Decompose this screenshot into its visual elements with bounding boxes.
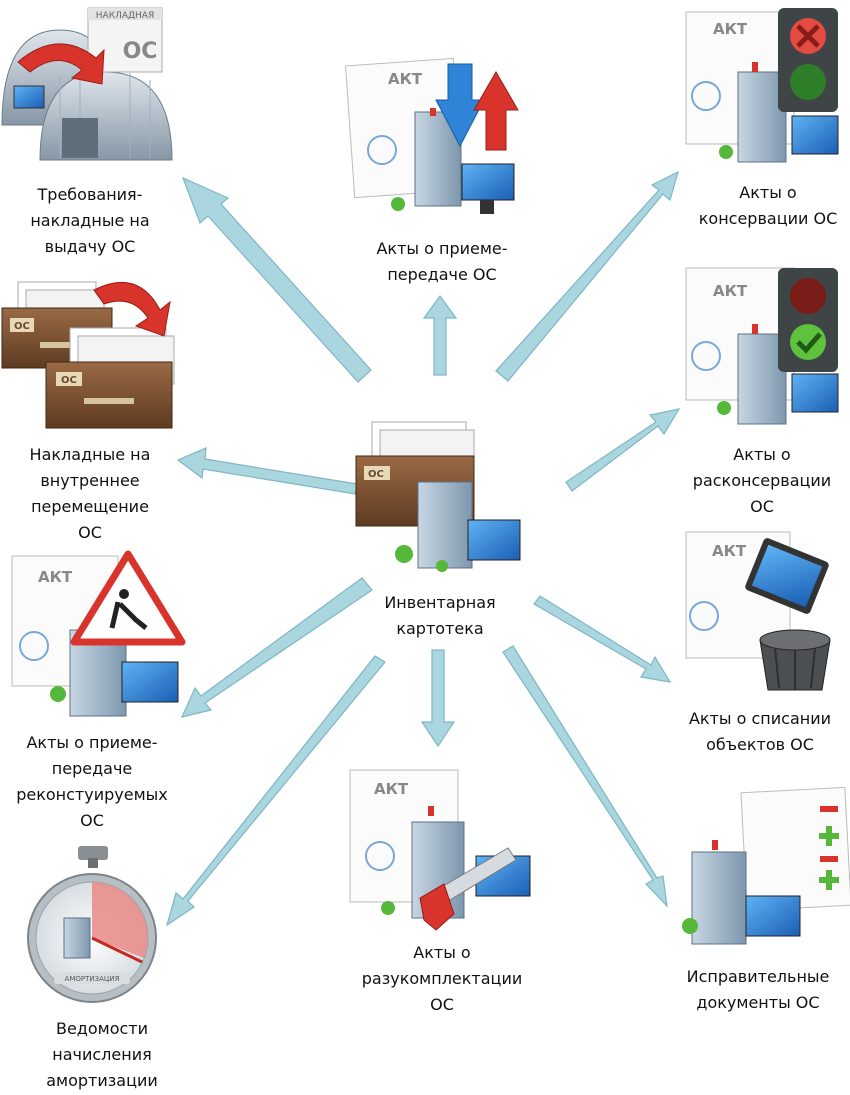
act-text: АКТ: [713, 282, 748, 300]
inventory-card-icon: ОС: [355, 421, 521, 572]
label-razukompl: Акты о разукомплектации ОС: [361, 943, 523, 1014]
act-writeoff-icon: АКТ: [685, 531, 831, 691]
label-ispravitelnye: Исправительные документы ОС: [686, 967, 830, 1012]
drawer-label: ОС: [61, 375, 77, 386]
act-text: АКТ: [38, 568, 73, 586]
label-priem-peredacha: Акты о приеме- передаче ОС: [376, 239, 508, 284]
drawer-label: ОС: [368, 469, 384, 480]
arrow-to-rekonstr: [180, 577, 373, 718]
arrow-to-raskonservaciya: [565, 408, 681, 492]
label-amortizaciya: Ведомости начисления амортизации: [46, 1019, 158, 1090]
arrow-to-ispravitelnye: [502, 645, 668, 908]
arrow-to-spisanie: [533, 595, 672, 683]
act-text: АКТ: [388, 70, 423, 88]
act-conservation-icon: АКТ: [685, 8, 839, 163]
act-text: АКТ: [712, 542, 747, 560]
arrow-to-konservaciya: [495, 170, 679, 382]
act-disassembly-icon: АКТ: [349, 769, 531, 931]
doc-header-text: НАКЛАДНАЯ: [96, 11, 154, 21]
doc-big-text: ОС: [123, 39, 158, 64]
file-drawers-icon: ОС ОС: [1, 281, 175, 429]
arrow-to-trebovaniya: [181, 176, 372, 383]
label-spisanie: Акты о списании объектов ОС: [688, 709, 832, 754]
stopwatch-icon: АМОРТИЗАЦИЯ: [27, 846, 157, 1003]
arrow-to-razukompl: [420, 649, 456, 748]
act-deconservation-icon: АКТ: [685, 267, 839, 425]
label-vnutrennee: Накладные на внутреннее перемещение ОС: [29, 445, 151, 542]
corrections-icon: [682, 786, 850, 945]
label-center: Инвентарная картотека: [384, 593, 496, 638]
arrows-layer: [165, 170, 681, 927]
act-text: АКТ: [374, 780, 409, 798]
arrow-to-priem-peredacha: [422, 294, 458, 376]
label-trebovaniya: Требования- накладные на выдачу ОС: [30, 185, 150, 256]
arrow-to-amortizaciya: [165, 655, 386, 927]
act-text: АКТ: [713, 20, 748, 38]
arrow-to-vnutrennee: [176, 447, 358, 495]
amortization-caption: АМОРТИЗАЦИЯ: [65, 975, 120, 983]
label-rekonstr: Акты о приеме- передаче реконстуируемых …: [16, 733, 168, 830]
label-konservaciya: Акты о консервации ОС: [698, 183, 838, 228]
drawer-label: ОС: [14, 321, 30, 332]
label-raskonservaciya: Акты о расконсервации ОС: [692, 445, 832, 516]
act-transfer-icon: АКТ: [344, 57, 519, 214]
act-reconstruction-icon: АКТ: [11, 550, 186, 717]
warehouse-transfer-icon: НАКЛАДНАЯ ОС: [1, 7, 173, 161]
